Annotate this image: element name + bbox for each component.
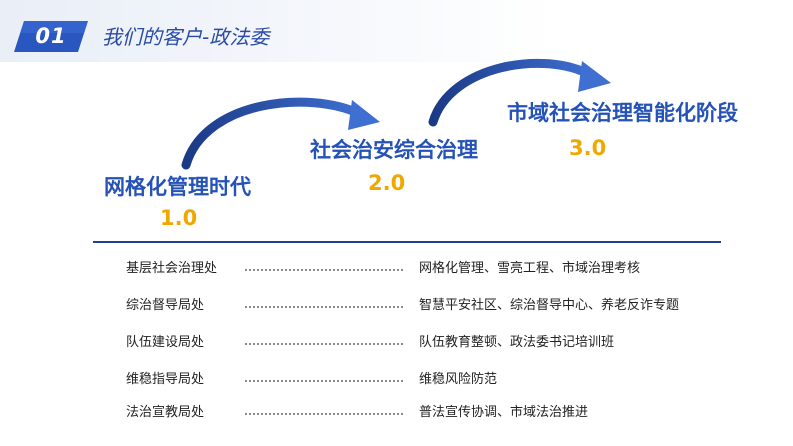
stage-3-version: 3.0 <box>569 136 607 160</box>
stage-3-name: 市域社会治理智能化阶段 <box>507 101 738 125</box>
stage-1-name: 网格化管理时代 <box>104 175 251 199</box>
stage-1-version: 1.0 <box>160 206 198 230</box>
dotted-leader <box>245 269 403 271</box>
section-badge: 01 <box>14 21 88 52</box>
arrow-1-to-2 <box>181 97 380 170</box>
department-duties: 队伍教育整顿、政法委书记培训班 <box>419 335 615 350</box>
department-duties: 网格化管理、雪亮工程、市域治理考核 <box>419 261 641 276</box>
department-row: 法治宣教局处 普法宣传协调、市域法治推进 <box>0 402 793 424</box>
dotted-leader <box>245 343 403 345</box>
stage-2-name: 社会治安综合治理 <box>310 138 478 162</box>
department-name: 队伍建设局处 <box>126 335 205 350</box>
dotted-leader <box>245 380 403 382</box>
dotted-leader <box>245 413 403 415</box>
department-duties: 普法宣传协调、市域法治推进 <box>419 405 589 420</box>
department-name: 法治宣教局处 <box>126 405 205 420</box>
department-duties: 智慧平安社区、综治督导中心、养老反诈专题 <box>419 298 680 313</box>
department-row: 队伍建设局处 队伍教育整顿、政法委书记培训班 <box>0 332 793 354</box>
arrow-2-to-3 <box>428 58 611 127</box>
department-row: 基层社会治理处 网格化管理、雪亮工程、市域治理考核 <box>0 258 793 280</box>
section-badge-shape <box>14 21 88 52</box>
section-divider <box>93 241 721 243</box>
department-row: 维稳指导局处 维稳风险防范 <box>0 369 793 391</box>
page-title: 我们的客户-政法委 <box>102 25 270 49</box>
section-number: 01 <box>35 24 67 48</box>
department-duties: 维稳风险防范 <box>419 372 498 387</box>
department-row: 综治督导局处 智慧平安社区、综治督导中心、养老反诈专题 <box>0 295 793 317</box>
department-name: 综治督导局处 <box>126 298 205 313</box>
stage-2-version: 2.0 <box>368 171 406 195</box>
department-name: 基层社会治理处 <box>126 261 218 276</box>
dotted-leader <box>245 306 403 308</box>
department-name: 维稳指导局处 <box>126 372 205 387</box>
header-band <box>0 0 793 62</box>
